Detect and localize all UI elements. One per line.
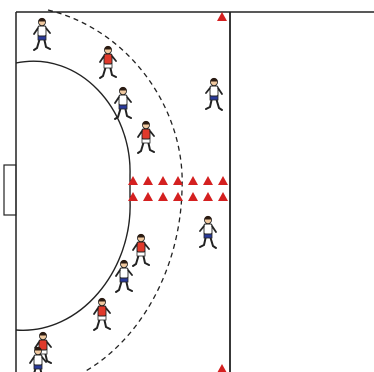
goal — [4, 165, 16, 215]
player-white-icon — [115, 87, 131, 119]
player-white-icon — [200, 216, 216, 248]
player-white-icon — [206, 78, 222, 110]
cone-icon — [143, 192, 153, 201]
player-red-icon — [133, 234, 149, 266]
cone-icon — [188, 176, 198, 185]
court-lines — [4, 10, 374, 372]
cone-icon — [217, 364, 227, 372]
cone-icon — [203, 176, 213, 185]
cone-icon — [158, 192, 168, 201]
player-red-icon — [94, 298, 110, 330]
cones-group — [128, 12, 228, 372]
cone-icon — [143, 176, 153, 185]
player-red-icon — [100, 46, 116, 78]
player-red-icon — [138, 121, 154, 153]
cone-icon — [218, 176, 228, 185]
cone-icon — [158, 176, 168, 185]
cone-icon — [218, 192, 228, 201]
player-white-icon — [34, 18, 50, 50]
cone-icon — [188, 192, 198, 201]
cone-icon — [203, 192, 213, 201]
cone-icon — [217, 12, 227, 21]
player-white-icon — [116, 260, 132, 292]
goal-area-line — [16, 61, 130, 330]
